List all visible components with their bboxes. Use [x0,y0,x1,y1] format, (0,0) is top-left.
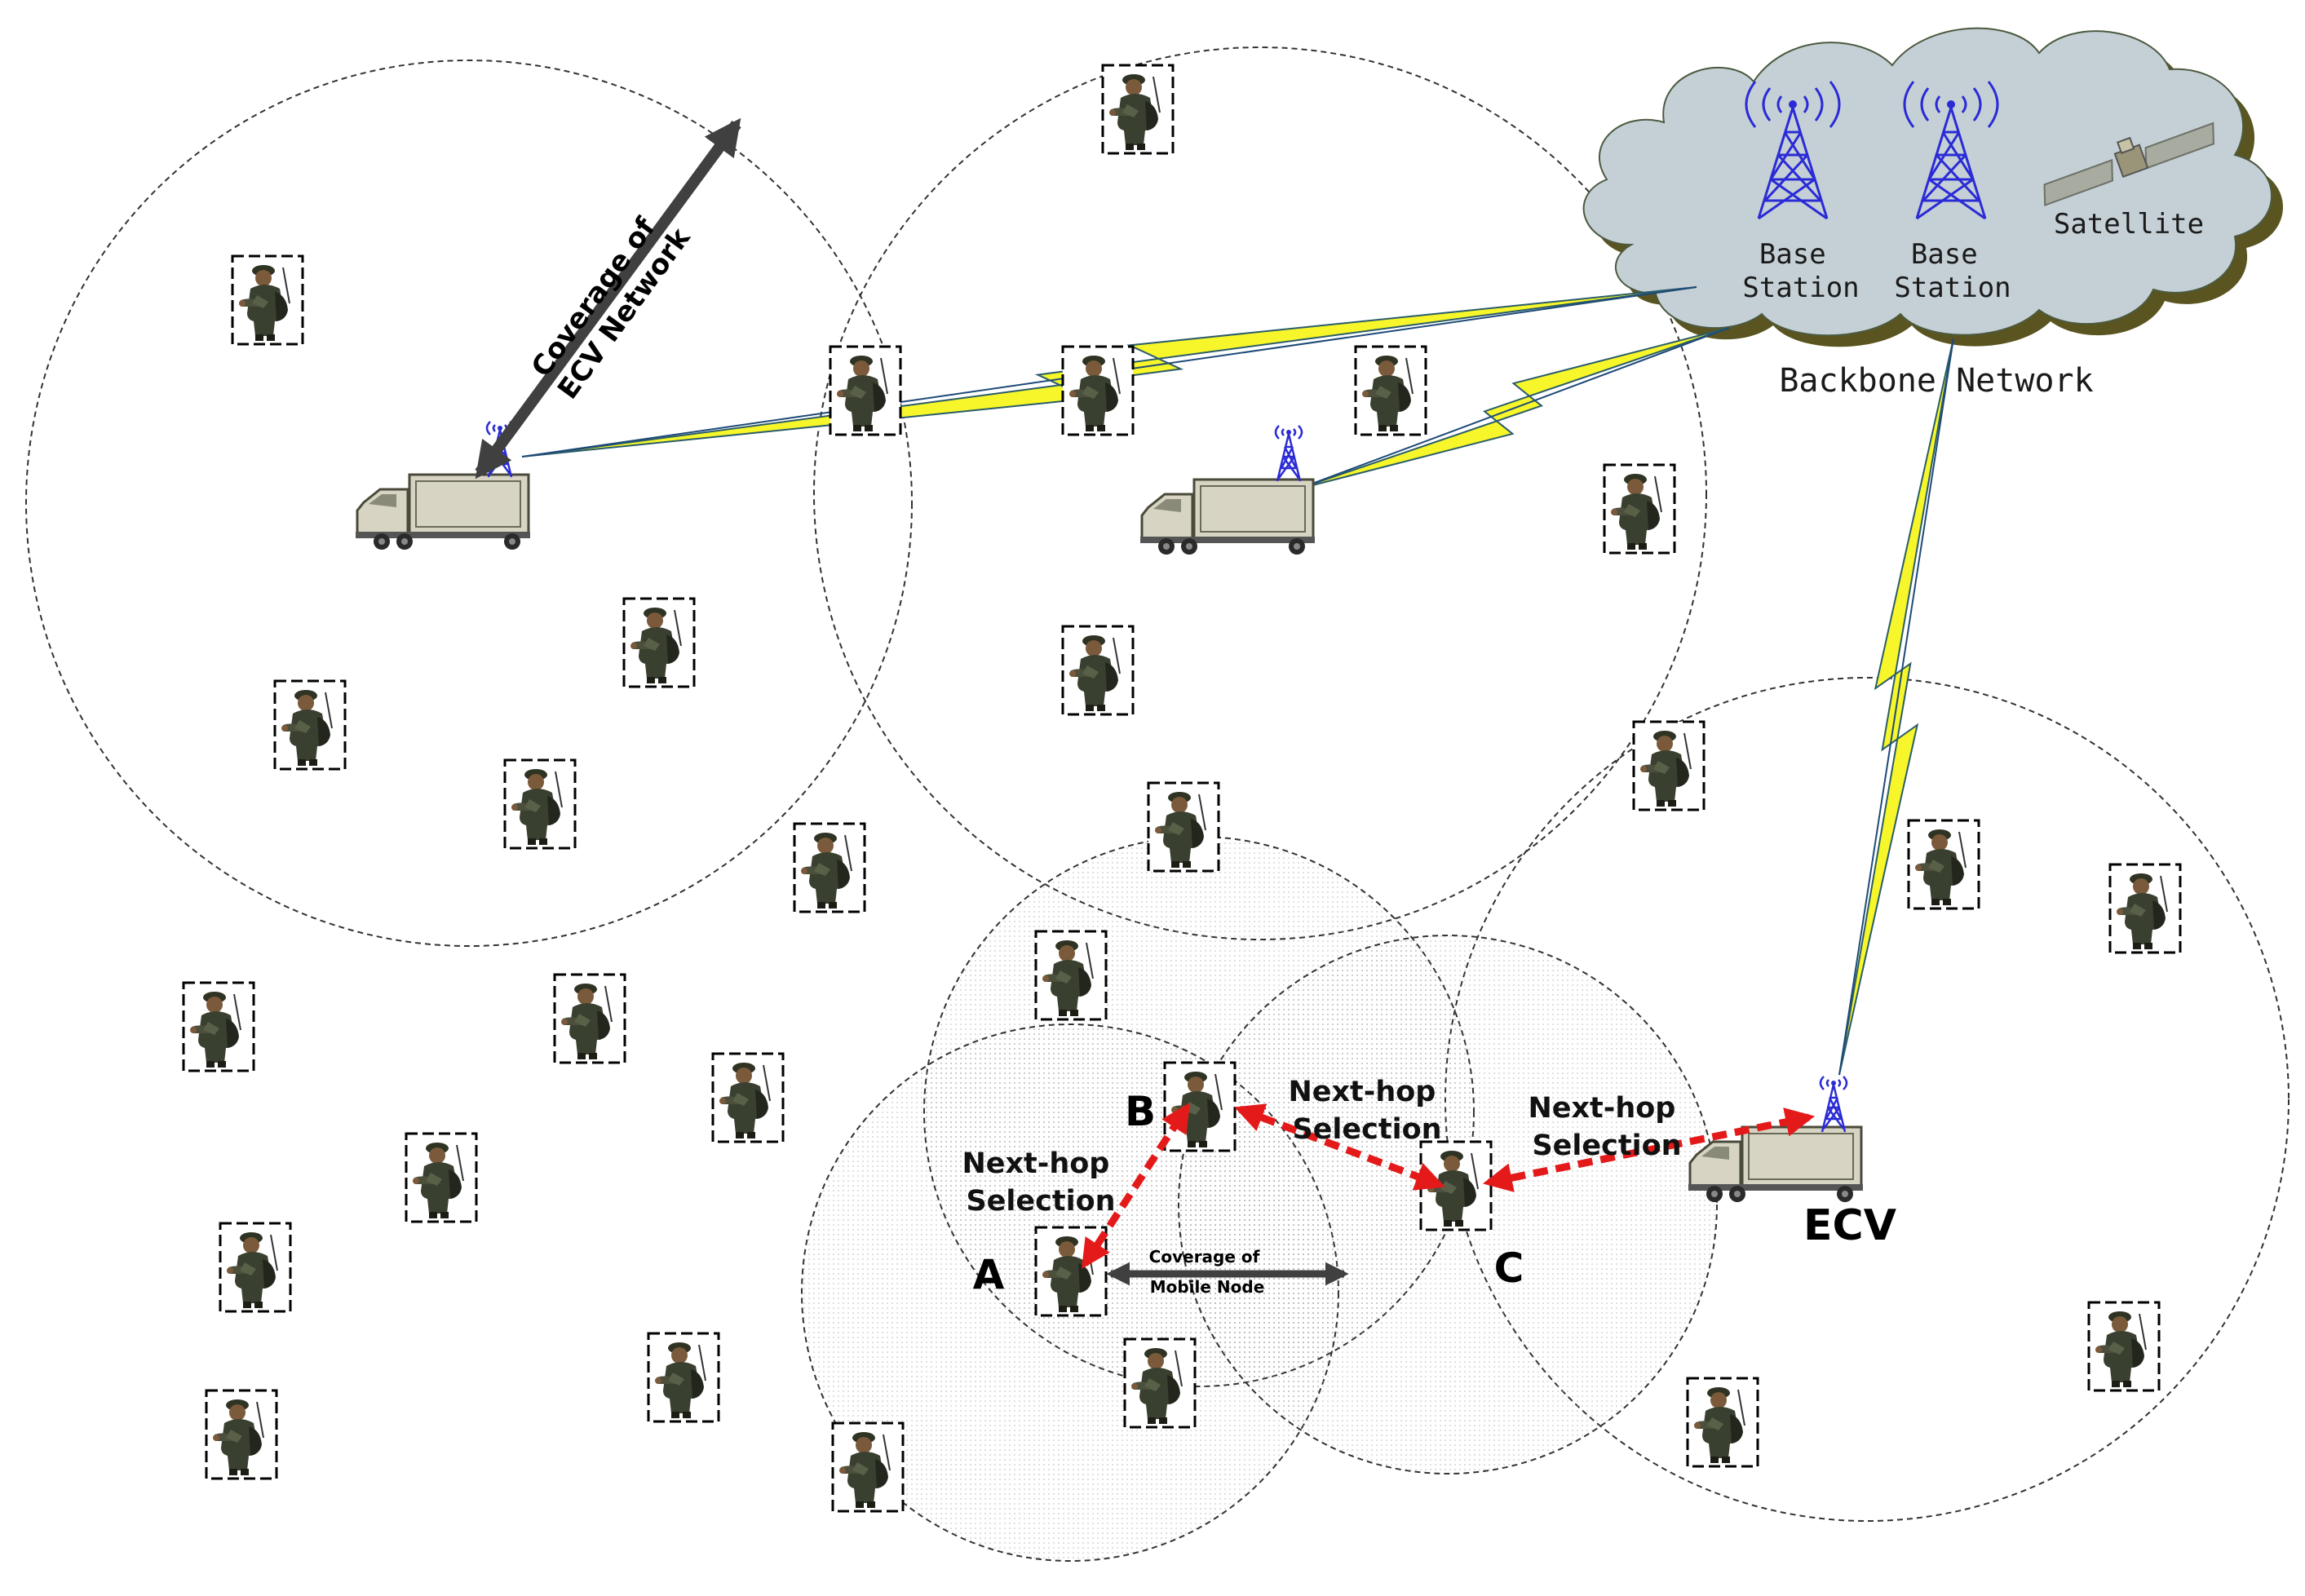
soldier-icon [2108,863,2182,954]
soldier-icon [1034,1226,1108,1317]
soldier-icon [231,254,304,346]
soldier-icon [405,1132,478,1223]
node-label-b: B [1125,1088,1156,1135]
ecv-coverage-arrow [475,117,741,480]
soldier-icon [553,973,626,1064]
tower-icon [1274,424,1303,483]
soldier-icon [205,1389,278,1480]
soldier-icon [793,822,866,913]
next-hop-arrows [1082,1102,1816,1270]
soldier-icon [1603,463,1676,555]
soldier-icon [182,981,255,1072]
ecv-label: ECV [1803,1201,1896,1250]
node-label-c: C [1494,1245,1524,1292]
soldier-icon [1163,1061,1237,1152]
soldier-icon [1034,930,1108,1021]
soldier-icon [647,1332,720,1423]
satellite-icon [2043,122,2214,207]
next-hop-label-right: Next-hop Selection [1528,1092,1685,1162]
hop-arrow-a-b [1082,1102,1190,1270]
mobile-coverage-circles [801,836,1718,1562]
node-label-a: A [973,1251,1005,1298]
base-station-1-label: Base Station [1742,238,1859,304]
base-station-2-label: Base Station [1894,238,2011,304]
truck-icon [354,473,532,551]
soldier-icon [829,345,902,436]
soldier-icon [1354,345,1427,436]
soldier-icon [1147,781,1220,873]
lightning-icon [1838,338,1954,1076]
backbone-network-title: Backbone Network [1779,362,2093,400]
soldier-icon [711,1052,785,1143]
tower-icon [1819,1075,1848,1134]
hop-arrow-c-ecv [1482,1107,1816,1192]
soldier-icon [1907,819,1980,910]
soldier-icon [831,1421,905,1513]
soldier-icon [1686,1377,1759,1468]
soldier-icon [1419,1140,1493,1231]
soldier-icon [1061,625,1135,716]
satellite-label: Satellite [2054,208,2204,241]
ecv-coverage-circle-middle [813,46,1707,940]
ecv-coverage-circle-left [25,60,913,947]
ecv-truck-middle [1139,424,1316,556]
soldier-icon [1101,64,1175,155]
soldier-icon [1123,1337,1197,1429]
soldier-icon [1632,720,1706,811]
next-hop-label-left: Next-hop Selection [962,1147,1119,1218]
truck-icon [1139,478,1316,556]
soldier-icon [219,1222,292,1313]
soldier-icon [503,758,577,850]
next-hop-label-middle: Next-hop Selection [1288,1076,1445,1146]
soldier-icon [622,597,696,688]
soldier-icon [2087,1301,2161,1392]
hop-arrow-b-c [1234,1103,1445,1191]
soldier-icon [1061,345,1135,436]
soldier-icon [273,679,347,771]
